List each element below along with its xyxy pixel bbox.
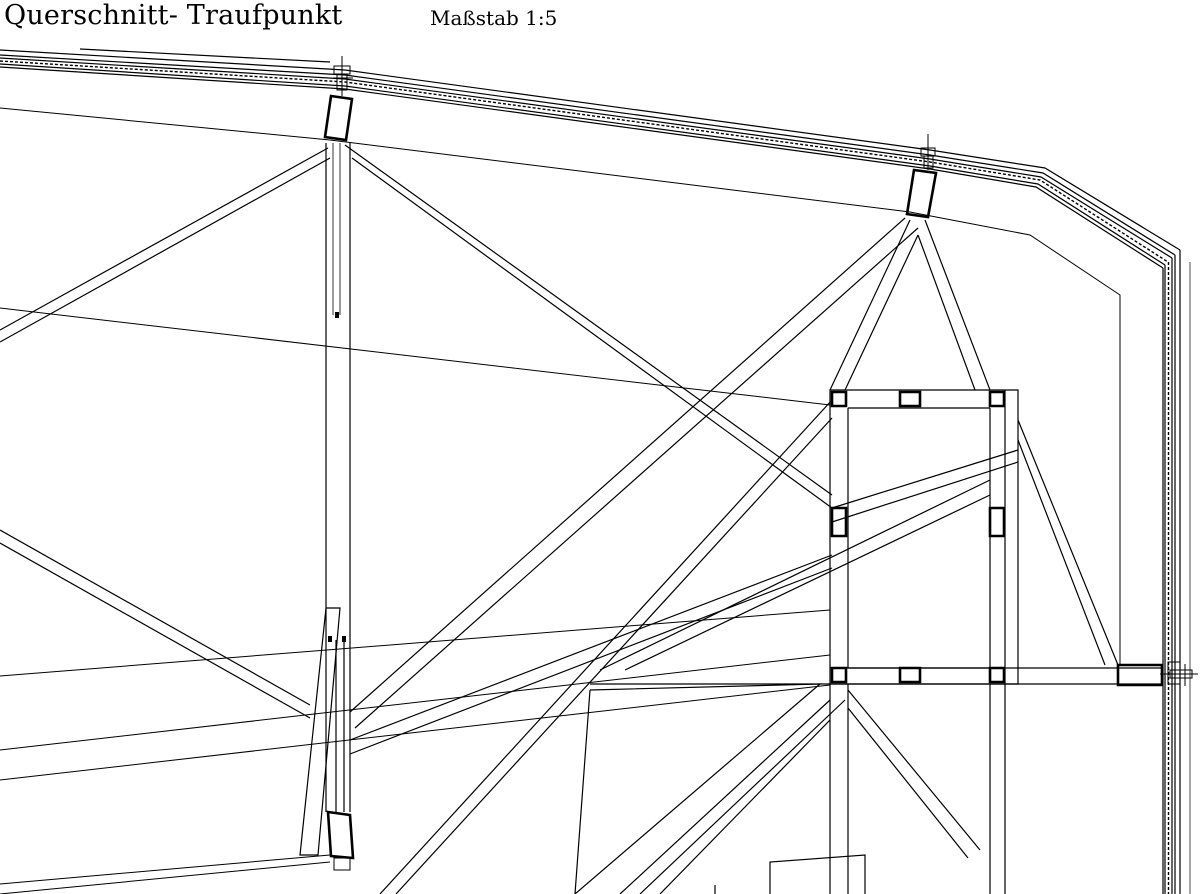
connector-right-node bbox=[907, 170, 936, 217]
connector-blocks bbox=[325, 96, 1162, 858]
background-lines bbox=[0, 108, 1120, 894]
roof-insulation-hatch bbox=[0, 61, 1168, 262]
connector-box-top-right bbox=[990, 392, 1004, 406]
diagonal-braces bbox=[0, 145, 1118, 894]
connector-box-top-mid bbox=[900, 392, 920, 406]
connector-post-bottom bbox=[328, 812, 353, 858]
connector-box-bottom-left bbox=[832, 668, 846, 682]
left-post bbox=[300, 143, 350, 855]
connector-box-bottom-right bbox=[990, 668, 1004, 682]
box-frame bbox=[575, 390, 1163, 894]
drawing-scale: Maßstab 1:5 bbox=[430, 6, 558, 30]
connector-post-top bbox=[325, 96, 352, 140]
fixings bbox=[333, 56, 1198, 870]
connector-wall bbox=[1118, 665, 1162, 685]
connector-box-mid-left bbox=[832, 508, 846, 536]
roof-panel bbox=[0, 49, 1180, 268]
wall-panel bbox=[1163, 250, 1190, 894]
connector-box-mid-right bbox=[990, 508, 1004, 536]
drawing-title: Querschnitt- Traufpunkt bbox=[4, 0, 343, 31]
connector-box-bottom-mid bbox=[900, 668, 920, 682]
connector-box-top-left bbox=[832, 392, 846, 406]
